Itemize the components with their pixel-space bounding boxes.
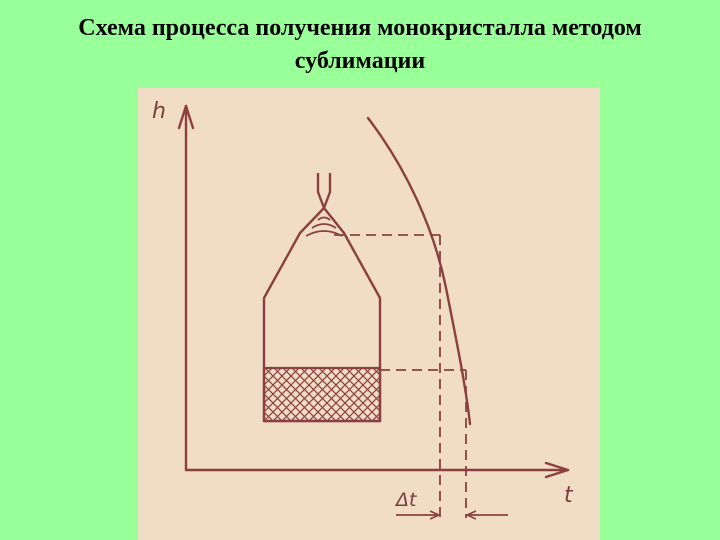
- slide-title: Схема процесса получения монокристалла м…: [0, 12, 720, 78]
- delta-t-label: Δt: [394, 489, 418, 511]
- sublimation-diagram: h t Δt: [138, 88, 600, 540]
- capillary-tip: [316, 172, 332, 210]
- source-material: [262, 366, 382, 423]
- title-line-2: сублимации: [294, 48, 426, 74]
- y-axis-label: h: [152, 99, 166, 124]
- growth-curve: [366, 116, 472, 426]
- title-line-1: Схема процесса получения монокристалла м…: [78, 15, 642, 41]
- x-axis-arrow: [544, 461, 570, 479]
- diagram-svg: h t Δt: [152, 99, 574, 540]
- x-axis-label: t: [564, 483, 574, 508]
- y-axis-arrow: [177, 104, 195, 130]
